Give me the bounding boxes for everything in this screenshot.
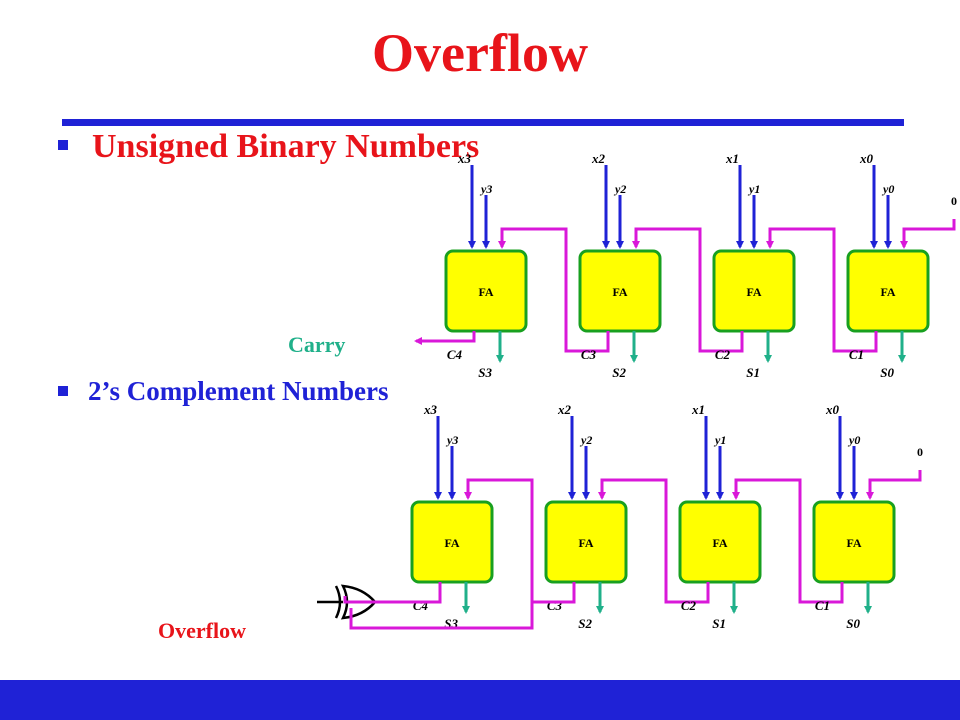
y-input-label-1: y2 <box>579 433 592 447</box>
y-input-label-1: y2 <box>613 182 626 196</box>
x-input-label-1: x2 <box>557 402 572 417</box>
x-input-label-0: x3 <box>423 402 438 417</box>
bullet-twos-complement: 2’s Complement Numbers <box>58 376 388 407</box>
full-adder-box-2 <box>712 249 796 333</box>
carry-in-label: 0 <box>951 194 957 208</box>
y-input-label-3: y0 <box>881 182 894 196</box>
twos-complement-adder-diagram: FAx3y3C4S3FAx2y2C3S2FAx1y1C2S1FAx0y0C1S0… <box>317 402 923 631</box>
y-input-label-0: y3 <box>445 433 458 447</box>
x-input-label-3: x0 <box>825 402 840 417</box>
x-input-label-0: x3 <box>457 151 472 166</box>
x-input-label-3: x0 <box>859 151 874 166</box>
carry-out-label-3: C1 <box>815 598 830 613</box>
bullet-square-icon <box>58 386 68 396</box>
full-adder-label-1: FA <box>612 285 627 299</box>
footer-bar <box>0 680 960 720</box>
bullet-square-icon <box>58 140 68 150</box>
carry-in-label: 0 <box>917 445 923 459</box>
y-input-label-2: y1 <box>713 433 726 447</box>
carry-out-arrow <box>414 331 476 345</box>
overflow-label: Overflow <box>158 618 246 643</box>
bullet-text: Unsigned Binary Numbers <box>92 128 480 165</box>
carry-out-label-3: C1 <box>849 347 864 362</box>
x-input-label-2: x1 <box>691 402 705 417</box>
carry-out-label-0: C4 <box>447 347 463 362</box>
c4-to-xor-wire <box>343 582 442 604</box>
full-adder-label-2: FA <box>712 536 727 550</box>
sum-output-label-3: S0 <box>880 365 894 380</box>
full-adder-box-3 <box>846 249 930 333</box>
carry-out-label-2: C2 <box>681 598 697 613</box>
full-adder-box-0 <box>444 249 528 333</box>
y-input-label-0: y3 <box>479 182 492 196</box>
full-adder-label-0: FA <box>444 536 459 550</box>
x-input-label-2: x1 <box>725 151 739 166</box>
full-adder-label-1: FA <box>578 536 593 550</box>
sum-output-label-2: S1 <box>746 365 760 380</box>
full-adder-label-2: FA <box>746 285 761 299</box>
full-adder-box-1 <box>578 249 662 333</box>
sum-output-label-1: S2 <box>612 365 626 380</box>
title-underline <box>62 119 904 126</box>
bullet-text: 2’s Complement Numbers <box>88 376 389 406</box>
y-input-label-3: y0 <box>847 433 860 447</box>
y-input-label-2: y1 <box>747 182 760 196</box>
full-adder-label-0: FA <box>478 285 493 299</box>
sum-output-label-0: S3 <box>478 365 492 380</box>
carry-chain-wire-2 <box>632 227 744 353</box>
bullet-unsigned: Unsigned Binary Numbers <box>58 128 479 166</box>
x-input-label-1: x2 <box>591 151 606 166</box>
carry-chain-wire-3 <box>766 227 878 353</box>
carry-out-label-2: C2 <box>715 347 731 362</box>
carry-label: Carry <box>288 332 346 357</box>
full-adder-box-2 <box>678 500 762 584</box>
full-adder-label-3: FA <box>846 536 861 550</box>
carry-out-label-0: C4 <box>413 598 429 613</box>
carry-chain-wire-1 <box>464 478 576 604</box>
full-adder-box-3 <box>812 500 896 584</box>
sum-output-label-1: S2 <box>578 616 592 631</box>
carry-out-label-1: C3 <box>581 347 597 362</box>
sum-output-label-3: S0 <box>846 616 860 631</box>
carry-chain-wire-3 <box>732 478 844 604</box>
c3-to-xor-wire <box>349 600 574 630</box>
full-adder-label-3: FA <box>880 285 895 299</box>
sum-output-label-2: S1 <box>712 616 726 631</box>
full-adder-box-0 <box>410 500 494 584</box>
carry-chain-wire-2 <box>598 478 710 604</box>
page-title: Overflow <box>372 23 588 83</box>
carry-in-wire <box>866 470 922 500</box>
full-adder-box-1 <box>544 500 628 584</box>
carry-chain-wire-1 <box>498 227 610 353</box>
carry-in-wire <box>900 219 956 249</box>
carry-out-label-1: C3 <box>547 598 563 613</box>
